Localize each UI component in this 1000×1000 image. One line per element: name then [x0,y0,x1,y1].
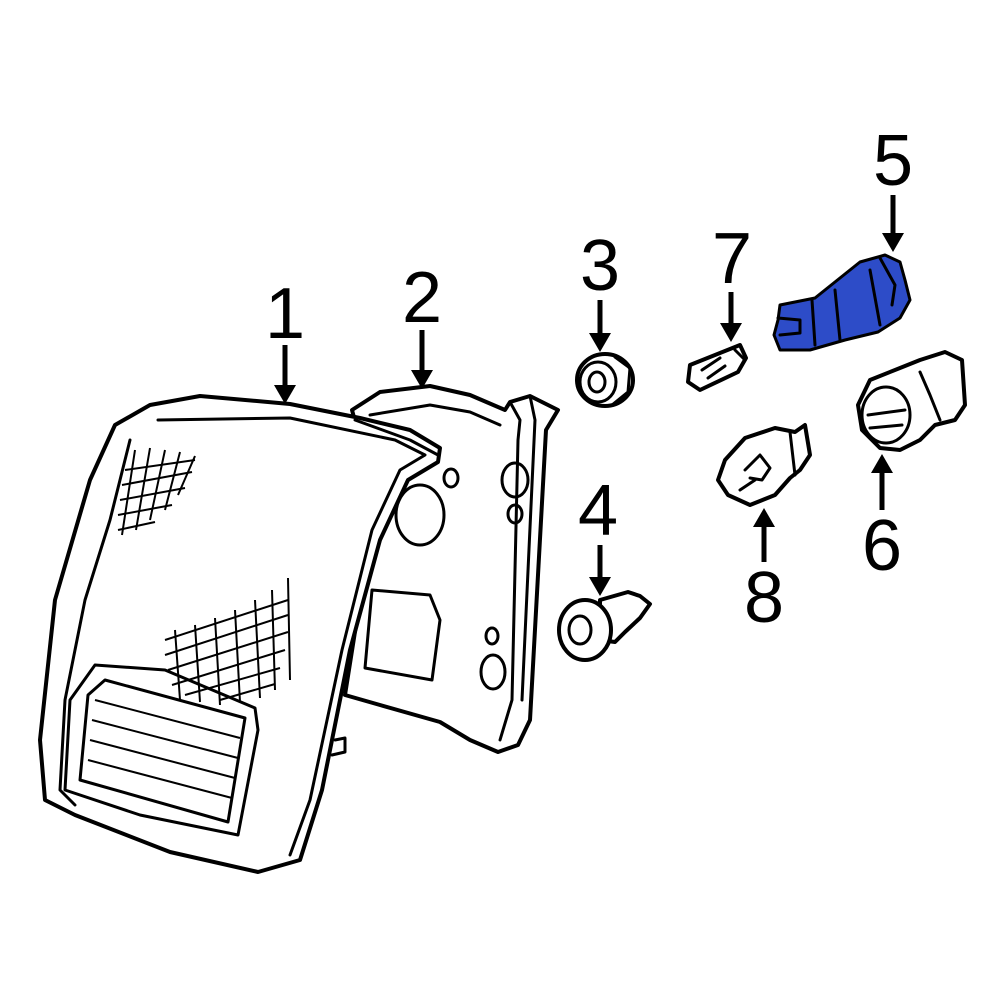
socket-body [772,253,912,352]
callout-labels: 1 2 3 4 5 6 7 8 [265,121,913,638]
lens-grid-middle [164,577,291,706]
callout-3: 3 [580,226,620,306]
part-7-wedge-bulb[interactable] [686,343,748,392]
part-1-lamp-lens[interactable] [38,394,442,874]
part-5-socket-highlighted[interactable] [772,253,912,352]
lens-reflector-panel [63,663,260,837]
part-4-fastener[interactable] [557,590,652,662]
part-8-bulb[interactable] [716,423,812,507]
callout-2: 2 [402,258,442,338]
leader-arrows [274,195,904,596]
callout-1: 1 [265,274,305,354]
lens-grid-top [117,447,196,536]
part-3-grommet[interactable] [575,352,635,408]
part-6-socket[interactable] [856,350,967,452]
callout-5: 5 [873,121,913,201]
callout-6: 6 [862,506,902,586]
callout-7: 7 [712,219,752,299]
callout-4: 4 [578,471,618,551]
callout-8: 8 [744,558,784,638]
